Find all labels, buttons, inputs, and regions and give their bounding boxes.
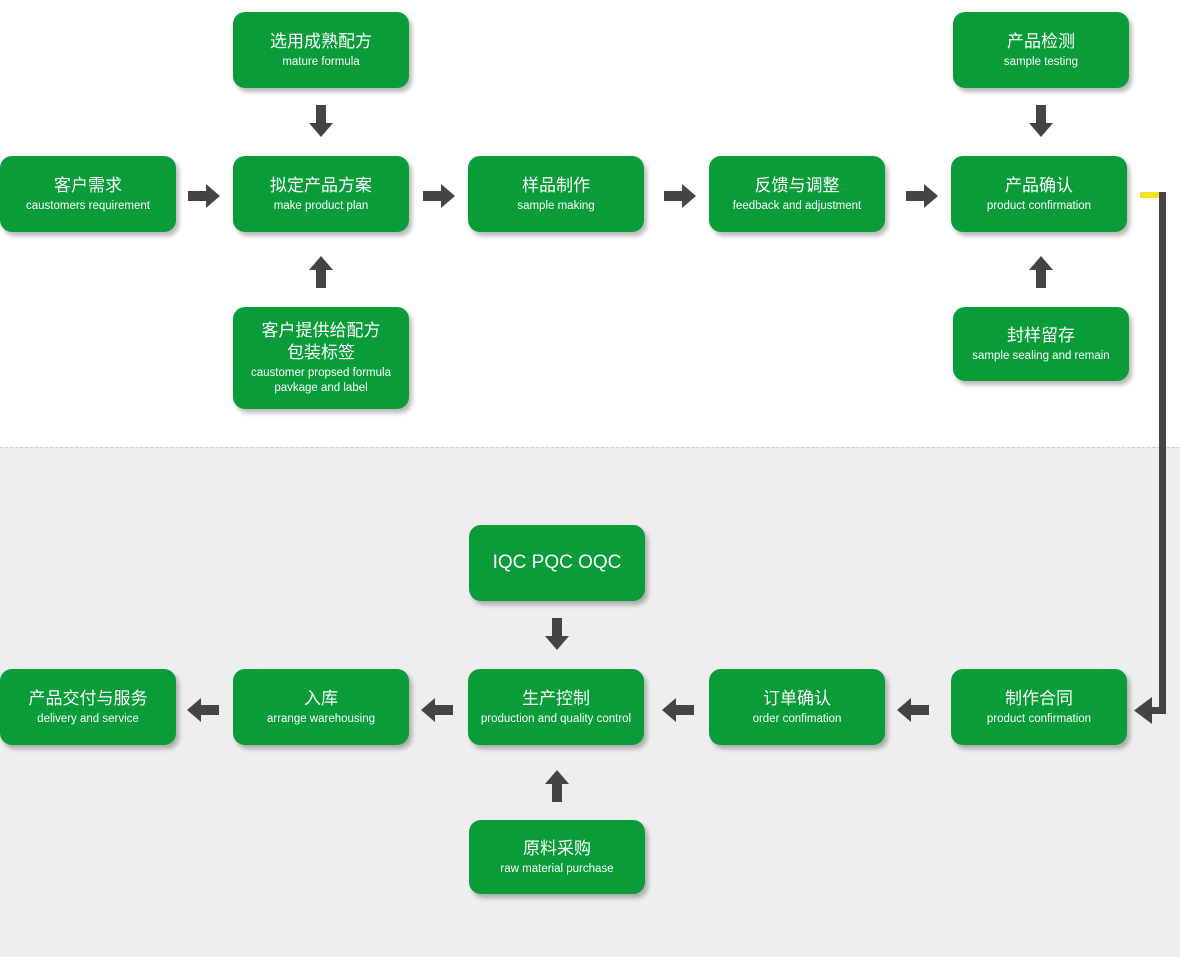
node-en-label: delivery and service <box>37 712 139 725</box>
node-en-label: feedback and adjustment <box>732 199 862 212</box>
arrow-left-3 <box>421 698 453 722</box>
node-mature-formula: 选用成熟配方 mature formula <box>233 12 409 88</box>
node-en-label: order confimation <box>752 712 842 725</box>
arrow-up-1 <box>309 256 333 288</box>
node-customer-requirement: 客户需求 caustomers requirement <box>0 156 176 232</box>
node-production-control: 生产控制 production and quality control <box>468 669 644 745</box>
node-en-label: product confirmation <box>986 712 1092 725</box>
node-cn-label: 产品交付与服务 <box>28 688 148 709</box>
node-cn-label: 制作合同 <box>1005 688 1073 709</box>
node-cn-label: 产品确认 <box>1005 175 1073 196</box>
arrow-left-1 <box>897 698 929 722</box>
node-delivery-service: 产品交付与服务 delivery and service <box>0 669 176 745</box>
arrow-down-1 <box>309 105 333 137</box>
node-en-label: caustomers requirement <box>26 199 150 212</box>
arrow-up-2 <box>1029 256 1053 288</box>
arrow-left-4 <box>187 698 219 722</box>
node-en-label: production and quality control <box>480 712 632 725</box>
node-en-label: sample making <box>517 199 595 212</box>
node-warehousing: 入库 arrange warehousing <box>233 669 409 745</box>
node-cn-label: 原料采购 <box>523 838 591 859</box>
node-en-label: product confirmation <box>986 199 1092 212</box>
node-cn-label-line2: 包装标签 <box>287 343 355 363</box>
arrow-right-1 <box>188 184 220 208</box>
node-en-label: arrange warehousing <box>266 712 376 725</box>
node-en-label: make product plan <box>273 199 369 212</box>
arrow-right-3 <box>664 184 696 208</box>
arrow-up-3 <box>545 770 569 802</box>
node-cn-label: 封样留存 <box>1007 325 1075 346</box>
arrow-down-3 <box>545 618 569 650</box>
node-cn-label: 选用成熟配方 <box>270 31 372 52</box>
node-cn-label: 客户需求 <box>54 175 122 196</box>
arrow-right-4 <box>906 184 938 208</box>
node-sample-sealing: 封样留存 sample sealing and remain <box>953 307 1129 381</box>
node-iqc-pqc-oqc: IQC PQC OQC <box>469 525 645 601</box>
node-sample-making: 样品制作 sample making <box>468 156 644 232</box>
node-en-label: mature formula <box>282 55 360 68</box>
arrow-right-2 <box>423 184 455 208</box>
node-cn-label: 订单确认 <box>763 688 831 709</box>
node-en-label: sample sealing and remain <box>972 349 1110 362</box>
arrow-down-2 <box>1029 105 1053 137</box>
return-connector <box>1134 192 1166 724</box>
node-sample-testing: 产品检测 sample testing <box>953 12 1129 88</box>
node-en-label: caustomer propsed formula pavkage and la… <box>251 367 391 394</box>
node-en-label: raw material purchase <box>500 862 614 875</box>
node-cn-label: 入库 <box>304 688 338 709</box>
node-cn-label: 样品制作 <box>522 175 590 196</box>
node-cn-label: IQC PQC OQC <box>492 552 622 573</box>
node-cn-label: 产品检测 <box>1007 31 1075 52</box>
node-contract: 制作合同 product confirmation <box>951 669 1127 745</box>
node-feedback-adjustment: 反馈与调整 feedback and adjustment <box>709 156 885 232</box>
node-en-label: sample testing <box>1003 55 1079 68</box>
node-cn-label: 生产控制 <box>522 688 590 709</box>
node-order-confirmation: 订单确认 order confimation <box>709 669 885 745</box>
node-product-plan: 拟定产品方案 make product plan <box>233 156 409 232</box>
node-product-confirmation: 产品确认 product confirmation <box>951 156 1127 232</box>
node-raw-material: 原料采购 raw material purchase <box>469 820 645 894</box>
node-customer-formula: 客户提供给配方 包装标签 caustomer propsed formula p… <box>233 307 409 409</box>
node-cn-label: 拟定产品方案 <box>270 175 372 196</box>
arrow-left-2 <box>662 698 694 722</box>
node-cn-label: 反馈与调整 <box>754 175 840 196</box>
node-cn-label-line1: 客户提供给配方 <box>261 321 381 341</box>
